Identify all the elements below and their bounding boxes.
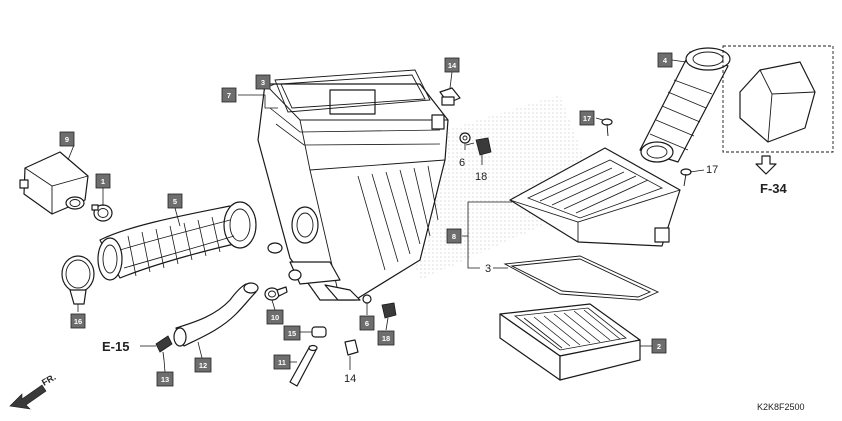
callout-18-bottom: 18: [377, 330, 395, 346]
callout-3-bottom: 3: [485, 263, 491, 275]
callout-4: 4: [657, 52, 673, 68]
part-case-gasket: [274, 69, 431, 113]
part-air-cleaner-case: [257, 83, 449, 301]
part-screw-b: [680, 168, 692, 187]
part-resonator: [19, 151, 89, 215]
svg-text:6: 6: [365, 319, 369, 328]
callout-14-top: 14: [444, 57, 460, 73]
svg-text:10: 10: [271, 313, 279, 322]
callout-7: 7: [221, 87, 237, 103]
part-washer-bottom: [362, 294, 372, 304]
front-direction-label: FR.: [40, 372, 58, 388]
part-clip: [155, 335, 173, 361]
callout-3-top: 3: [255, 74, 271, 90]
part-filter-element: [499, 303, 641, 381]
part-plug: [311, 326, 327, 338]
callout-12: 12: [194, 357, 212, 373]
callout-18-top: 18: [475, 171, 487, 183]
svg-text:4: 4: [663, 56, 668, 65]
svg-text:16: 16: [74, 317, 82, 326]
callout-17-right: 17: [706, 164, 718, 176]
part-cover-gasket: [503, 255, 660, 301]
diagram-code: K2K8F2500: [757, 402, 805, 412]
part-screw-a: [601, 118, 613, 137]
svg-text:12: 12: [199, 361, 207, 370]
callout-6-top: 6: [459, 157, 465, 169]
ref-label-f34: F-34: [760, 181, 788, 196]
svg-text:17: 17: [583, 114, 591, 123]
callout-9: 9: [59, 131, 75, 147]
part-hose-clip: [264, 286, 288, 301]
svg-text:3: 3: [261, 78, 265, 87]
callout-1: 1: [95, 173, 111, 189]
callout-11: 11: [273, 354, 291, 370]
callout-16: 16: [70, 313, 86, 329]
part-washer-top: [459, 132, 471, 144]
part-drain-hose: [173, 282, 259, 347]
part-grommet-bottom: [344, 339, 359, 356]
callout-14-bottom: 14: [344, 373, 356, 385]
svg-text:18: 18: [382, 334, 390, 343]
part-cleaner-cover: [509, 147, 681, 247]
part-drain-tube: [289, 344, 318, 387]
svg-text:11: 11: [278, 358, 286, 367]
callout-15: 15: [283, 325, 301, 341]
svg-text:8: 8: [452, 232, 456, 241]
svg-text:2: 2: [657, 342, 661, 351]
callout-5: 5: [167, 193, 183, 209]
callout-17-top: 17: [579, 110, 595, 126]
part-bolt-bottom: [381, 302, 397, 319]
callout-6-bottom: 6: [359, 315, 375, 331]
part-clamp-small: [91, 204, 113, 222]
svg-text:13: 13: [161, 375, 169, 384]
part-connecting-tube: [97, 201, 257, 281]
svg-text:1: 1: [101, 177, 105, 186]
part-grommet-top: [439, 87, 461, 106]
svg-text:14: 14: [448, 61, 457, 70]
reference-box-f34: [722, 45, 834, 175]
svg-text:9: 9: [65, 135, 69, 144]
part-intake-duct: [639, 47, 731, 163]
front-direction-arrow: FR.: [9, 372, 58, 410]
callout-10: 10: [266, 309, 284, 325]
ref-label-e15: E-15: [102, 339, 129, 354]
svg-text:7: 7: [227, 91, 231, 100]
part-band-clamp: [61, 255, 95, 305]
callout-8: 8: [446, 228, 462, 244]
part-bolt-top: [465, 137, 492, 156]
callout-2: 2: [651, 338, 667, 354]
svg-text:5: 5: [173, 197, 177, 206]
svg-text:15: 15: [288, 329, 296, 338]
callout-13: 13: [156, 371, 174, 387]
